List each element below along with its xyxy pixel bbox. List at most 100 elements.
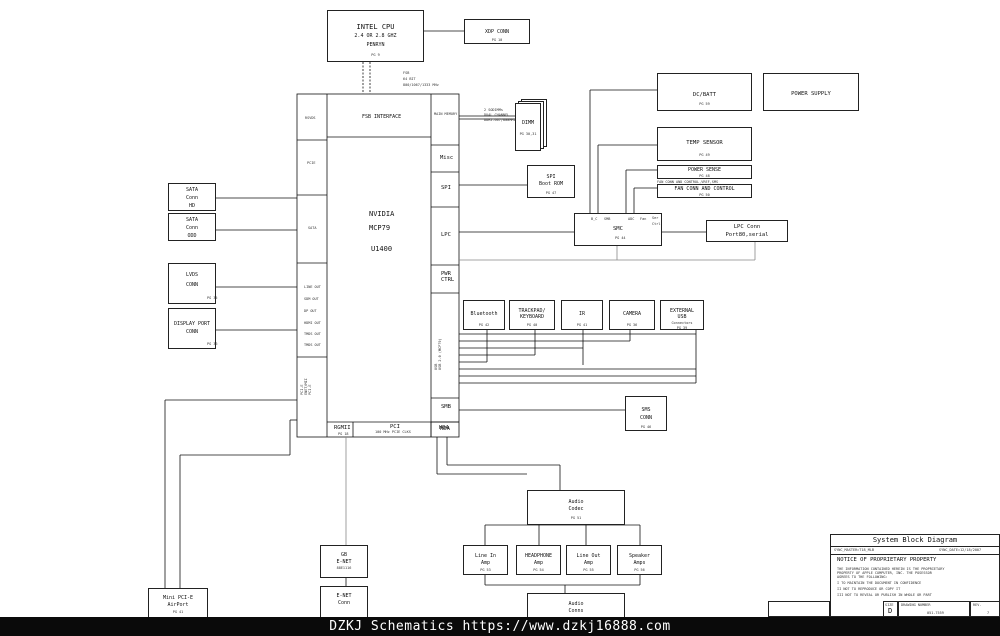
dc-batt-pg: PG 59 bbox=[699, 102, 710, 106]
title-block-body2: PROPERTY OF APPLE COMPUTER, INC. THE POS… bbox=[837, 571, 932, 575]
mcp-left-lineout: LINE OUT bbox=[304, 285, 321, 289]
sms-pg: PG 46 bbox=[640, 425, 652, 429]
minipcie-pg: PG 41 bbox=[172, 610, 184, 614]
title-block-hdr-left: SYNC_MASTER=T18_MLB bbox=[834, 548, 875, 552]
mcp-model: MCP79 bbox=[369, 224, 391, 232]
smc-pin-ser: Ser bbox=[652, 216, 659, 220]
mcp-left-sdmout: SDM OUT bbox=[304, 297, 319, 301]
line-in-title: Line In bbox=[474, 553, 497, 559]
smc-pg: PG 44 bbox=[615, 236, 626, 240]
ext-usb-sub: USB bbox=[677, 314, 687, 320]
mcp-right-pwrctrl: PWR CTRL bbox=[441, 271, 455, 283]
gbe-title: GB bbox=[340, 552, 348, 558]
dimm-title: DIMM bbox=[521, 120, 535, 126]
sms-title: SMS bbox=[641, 407, 651, 413]
external-usb-block: EXTERNAL USB Connectors PG 39 bbox=[660, 300, 704, 330]
mcp-left-sata: SATA bbox=[308, 226, 317, 230]
audio-codec-pg: PG 51 bbox=[570, 516, 582, 520]
minipcie-title: Mini PCI-E bbox=[162, 595, 194, 601]
power-supply-title: POWER SUPPLY bbox=[791, 91, 831, 97]
mcp-left-vertical: PCI-E ENET/MII PCI-E bbox=[300, 378, 312, 395]
trackpad-pg: PG 40 bbox=[526, 323, 538, 327]
gbe-sub2: 88E1116 bbox=[336, 566, 352, 570]
gbe-phy-block: GB E-NET 88E1116 bbox=[320, 545, 368, 578]
ext-usb-title: EXTERNAL bbox=[669, 308, 695, 314]
memory-note: 2 SODIMMs DUAL CHANNEL DDR2-667/800MHz bbox=[484, 108, 516, 123]
lvds-sub: CONN bbox=[185, 282, 199, 288]
cpu-pg: PG 9 bbox=[371, 53, 380, 57]
xdp-conn-block: XDP CONN PG 10 bbox=[464, 19, 530, 44]
sata-hdd-sub2: HD bbox=[188, 203, 196, 209]
xdp-pg: PG 10 bbox=[491, 38, 503, 42]
sms-sub: CONN bbox=[639, 415, 653, 421]
mcp-right-lpc: LPC bbox=[441, 232, 451, 238]
size-value: D bbox=[888, 607, 893, 615]
dwg-value: 051-7559 bbox=[927, 611, 944, 615]
fsb-note-l2: 64 BIT bbox=[403, 77, 416, 81]
power-supply-block: POWER SUPPLY bbox=[763, 73, 859, 111]
enet-conn-block: E-NET Conn bbox=[320, 586, 368, 621]
fsb-note-l1: FSB bbox=[403, 71, 410, 75]
speaker-pg: PG 56 bbox=[634, 568, 645, 572]
spi-rom-sub: Boot ROM bbox=[538, 181, 564, 187]
line-out-sub: Amp bbox=[583, 560, 594, 566]
fan-header-text: FAN CONN AND CONTROL,VREF,SMS bbox=[657, 180, 719, 184]
title-block-notice: NOTICE OF PROPRIETARY PROPERTY bbox=[837, 557, 937, 563]
cpu-block: INTEL CPU 2.4 OR 2.8 GHZ PENRYN PG 9 bbox=[327, 10, 424, 62]
enet-sub: Conn bbox=[337, 600, 351, 606]
minipcie-sub: AirPort bbox=[167, 602, 189, 608]
temp-sensor-title: TEMP SENSOR bbox=[686, 140, 723, 146]
dimm-block: DIMM PG 30,31 bbox=[515, 103, 541, 151]
sata-odd-sub: Conn bbox=[185, 225, 199, 231]
size-label: SIZE bbox=[885, 603, 894, 607]
speaker-title: Speaker bbox=[628, 553, 651, 559]
mcp-outline bbox=[296, 93, 460, 438]
ir-title: IR bbox=[578, 311, 586, 317]
title-block-hdr-right: SYNC_DATE=12/18/2007 bbox=[939, 548, 982, 552]
mcp-right-smb: SMB bbox=[441, 404, 451, 410]
mcp-ref: U1400 bbox=[371, 245, 393, 253]
smc-pin-adc: ADC bbox=[628, 217, 635, 221]
spi-rom-block: SPI Boot ROM PG 47 bbox=[527, 165, 575, 198]
bluetooth-block: Bluetooth PG 42 bbox=[463, 300, 505, 330]
line-in-sub: Amp bbox=[480, 560, 491, 566]
title-block-rev-cell: REV. 7 bbox=[970, 601, 1000, 617]
power-sense-block: POWER SENSE PG 48 bbox=[657, 165, 752, 179]
trackpad-block: TRACKPAD/ KEYBOARD PG 40 bbox=[509, 300, 555, 330]
camera-block: CAMERA PG 36 bbox=[609, 300, 655, 330]
mcp-fsb-interface: FSB INTERFACE bbox=[362, 114, 402, 120]
mcp-bottom-rgmii-pg: PG 18 bbox=[338, 432, 349, 436]
rev-value: 7 bbox=[987, 611, 990, 615]
line-in-pg: PG 53 bbox=[480, 568, 491, 572]
smc-pin-ctrl: Ctrl bbox=[652, 222, 661, 226]
memory-note-l1: 2 SODIMMs bbox=[484, 108, 503, 112]
mcp-left-tmdsout: TMDS OUT bbox=[304, 332, 321, 336]
sata-hdd-sub: Conn bbox=[185, 195, 199, 201]
mcp-bottom-pci: PCI bbox=[390, 424, 400, 430]
camera-title: CAMERA bbox=[622, 311, 642, 317]
fan-control-block: FAN CONN AND CONTROL PG 50 bbox=[657, 184, 752, 198]
lvds-pg: PG 35 bbox=[207, 296, 218, 300]
power-sense-pg: PG 48 bbox=[699, 174, 710, 178]
dimm-pg: PG 30,31 bbox=[519, 132, 537, 136]
fsb-note: FSB 64 BIT 800/1067/1333 MHz bbox=[403, 70, 439, 88]
sata-odd-title: SATA bbox=[185, 217, 199, 223]
displayport-conn-block: DISPLAY PORT CONN PG 36 bbox=[168, 308, 218, 349]
audio-codec-sub: Codec bbox=[568, 506, 584, 512]
mcp-left-pcie: PCIE bbox=[307, 161, 316, 165]
minipcie-airport-block: Mini PCI-E AirPort PG 41 bbox=[148, 588, 208, 621]
spi-rom-pg: PG 47 bbox=[545, 191, 557, 195]
line-out-amp-block: Line Out Amp PG 55 bbox=[566, 545, 611, 575]
memory-note-l2: DUAL CHANNEL bbox=[484, 113, 510, 117]
dp-title: DISPLAY PORT bbox=[173, 321, 211, 327]
speaker-sub: Amps bbox=[633, 560, 646, 566]
mcp-right-spi: SPI bbox=[441, 185, 451, 191]
title-block-body3: AGREES TO THE FOLLOWING: bbox=[837, 575, 888, 579]
sms-conn-block: SMS CONN PG 46 bbox=[625, 396, 667, 431]
smc-pin-fan: Fan bbox=[640, 217, 647, 221]
title-block-item2: II NOT TO REPRODUCE OR COPY IT bbox=[837, 587, 901, 591]
trackpad-title: TRACKPAD/ bbox=[518, 308, 546, 314]
cpu-speed: 2.4 OR 2.8 GHZ bbox=[354, 33, 397, 39]
title-block-body1: THE INFORMATION CONTAINED HEREIN IS THE … bbox=[837, 567, 945, 571]
gbe-sub: E-NET bbox=[336, 559, 352, 565]
